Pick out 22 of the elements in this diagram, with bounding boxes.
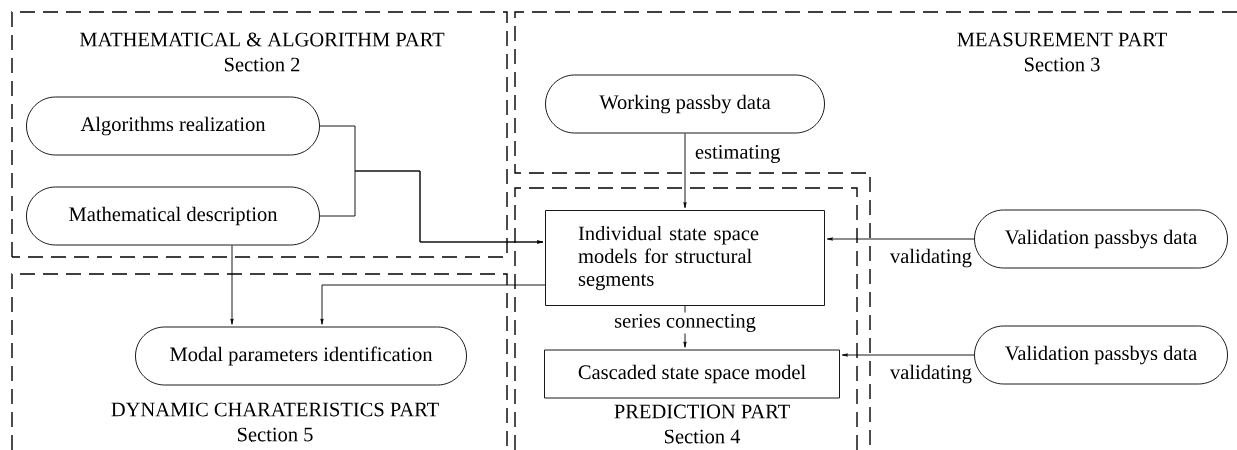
rounded-box: Validation passbys data — [974, 325, 1228, 385]
rounded-box: Modal parameters identification — [135, 326, 467, 386]
edge-label: validating — [888, 363, 974, 385]
region-title: PREDICTION PART Section 4 — [614, 404, 790, 444]
region-title: DYNAMIC CHARATERISTICS PART Section 5 — [111, 402, 439, 442]
arrow — [826, 237, 975, 241]
edge-label: validating — [888, 247, 974, 269]
region-title: MEASUREMENT PART Section 3 — [957, 32, 1167, 72]
rounded-box: Algorithms realization — [26, 96, 320, 156]
process-box: Cascaded state space model — [544, 349, 840, 399]
arrow — [841, 353, 975, 357]
arrow — [319, 170, 544, 244]
edge-label: series connecting — [612, 312, 758, 334]
arrow — [320, 284, 546, 325]
edge-label: estimating — [693, 143, 782, 165]
arrow — [683, 133, 687, 209]
rounded-box: Validation passbys data — [974, 209, 1228, 269]
rounded-box: Working passby data — [545, 74, 825, 134]
process-box: Individual state space models for structural segments — [545, 210, 825, 306]
rounded-box: Mathematical description — [26, 186, 320, 246]
region-title: MATHEMATICAL & ALGORITHM PART Section 2 — [79, 32, 445, 72]
arrow — [230, 245, 234, 325]
